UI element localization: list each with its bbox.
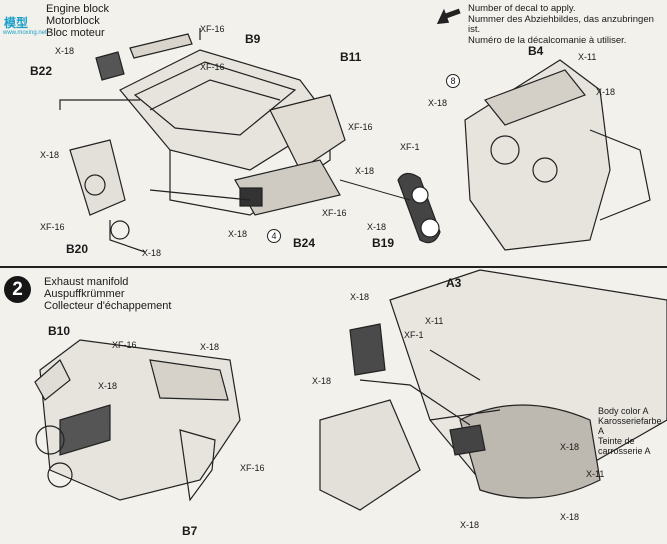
screw-label: X-18	[40, 150, 60, 160]
screw-label: X-11	[425, 316, 444, 326]
screw-label: X-11	[586, 469, 605, 479]
screw-label: XF-1	[400, 142, 420, 152]
part-label-b10: B10	[48, 324, 71, 338]
screw-label: X-18	[596, 87, 616, 97]
watermark-logo: 模型	[4, 16, 29, 30]
screw-label: XF-16	[240, 463, 265, 473]
screw-label: XF-16	[200, 24, 225, 34]
step1-title: Engine block Motorblock Bloc moteur	[46, 3, 109, 39]
part-label-b11: B11	[340, 50, 362, 64]
step-number-badge: 2	[4, 276, 31, 303]
screw-label: X-11	[578, 52, 597, 62]
screw-label: X-18	[55, 46, 75, 56]
legend-fr: Numéro de la décalcomanie à utiliser.	[468, 34, 627, 46]
part-label-b24: B24	[293, 236, 316, 250]
screw-label: X-18	[200, 342, 220, 352]
step1-title-en: Engine block	[46, 3, 109, 15]
step2-title-en: Exhaust manifold	[44, 276, 129, 288]
screw-label: X-18	[428, 98, 448, 108]
screw-label: X-18	[367, 222, 387, 232]
screw-label: XF-16	[322, 208, 347, 218]
screw-label: X-18	[350, 292, 370, 302]
screw-label: X-18	[228, 229, 248, 239]
body-color-de: Karosseriefarbe A	[598, 416, 662, 436]
step2-title-fr: Collecteur d'échappement	[44, 300, 172, 312]
screw-label: X-18	[312, 376, 332, 386]
screw-label: X-18	[560, 512, 580, 522]
part-label-b22: B22	[30, 64, 53, 78]
screw-label: XF-16	[112, 340, 137, 350]
section-divider	[0, 266, 667, 268]
legend-en: Number of decal to apply.	[468, 3, 576, 14]
decal-number-badge: 8	[446, 74, 460, 88]
part-label-b4: B4	[528, 44, 544, 58]
part-label-b9: B9	[245, 32, 261, 46]
body-color-fr1: Teinte de	[598, 436, 635, 446]
screw-label: X-18	[560, 442, 580, 452]
screw-label: XF-1	[404, 330, 424, 340]
body-color-fr2: carrosserie A	[598, 446, 651, 456]
body-color-en: Body color A	[598, 406, 649, 416]
legend-de: Nummer des Abziehbildes, das anzubringen…	[468, 13, 654, 35]
screw-label: X-18	[98, 381, 118, 391]
step2-title: Exhaust manifold Auspuffkrümmer Collecte…	[44, 276, 171, 312]
part-label-b7: B7	[182, 524, 198, 538]
screw-label: XF-16	[40, 222, 65, 232]
screw-label: X-18	[460, 520, 480, 530]
watermark-url: www.moxing.net	[3, 30, 47, 36]
screw-label: X-18	[142, 248, 162, 258]
screw-label: XF-16	[200, 62, 225, 72]
part-label-a3: A3	[446, 276, 462, 290]
decal-legend: Number of decal to apply. Nummer des Abz…	[468, 3, 667, 46]
step1-title-de: Motorblock	[46, 15, 100, 27]
step2-title-de: Auspuffkrümmer	[44, 288, 125, 300]
screw-label: X-18	[355, 166, 375, 176]
step1-title-fr: Bloc moteur	[46, 27, 105, 39]
screw-label: XF-16	[348, 122, 373, 132]
body-color-note: Body color A Karosseriefarbe A Teinte de…	[598, 406, 667, 456]
part-label-b19: B19	[372, 236, 395, 250]
part-label-b20: B20	[66, 242, 89, 256]
decal-arrow-icon	[432, 4, 462, 24]
decal-number-badge: 4	[267, 229, 281, 243]
